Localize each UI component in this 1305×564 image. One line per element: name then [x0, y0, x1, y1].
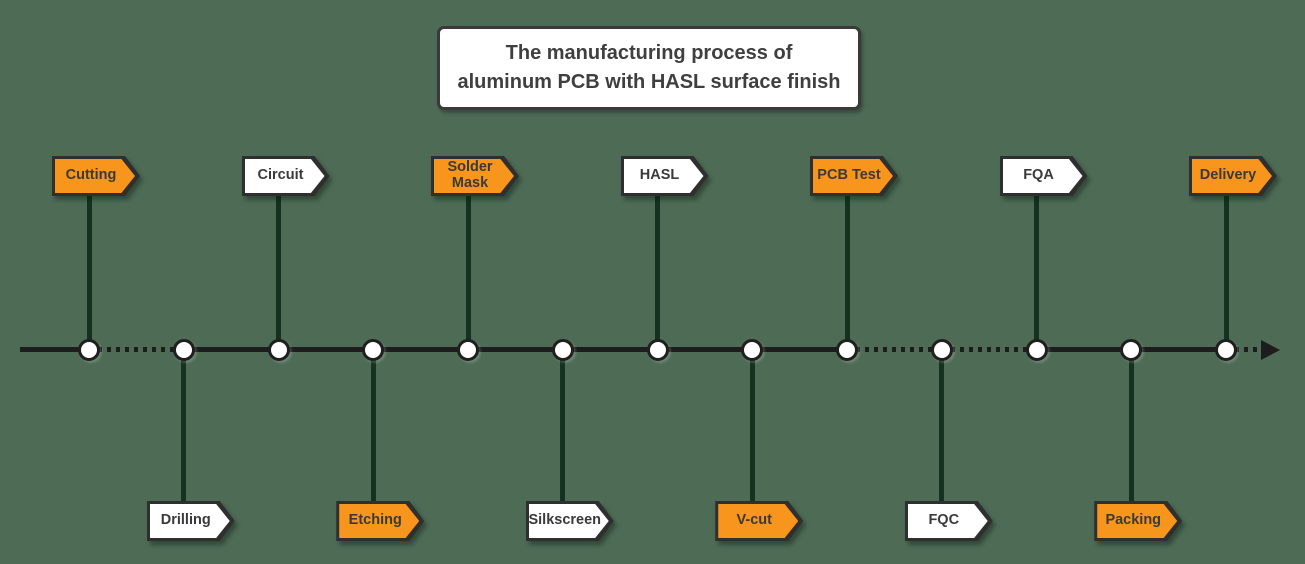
timeline-node-dot: [362, 338, 385, 361]
flag-banner-fill: [339, 504, 420, 538]
flag-label: Delivery: [1199, 167, 1257, 184]
timeline-segment: [183, 347, 279, 352]
timeline-node-dot: [172, 338, 195, 361]
process-flag-delivery: Delivery: [1189, 156, 1277, 196]
flag-banner-fill: [1097, 504, 1178, 538]
node-stem: [370, 350, 376, 505]
node-stem: [181, 350, 187, 505]
process-flag-pcb-test: PCB Test: [810, 156, 898, 196]
node-stem: [1223, 190, 1229, 350]
timeline-segment: [1036, 347, 1132, 352]
flag-label: V-cut: [736, 512, 772, 529]
node-stem: [1034, 190, 1039, 350]
flag-label: FQC: [928, 512, 960, 529]
arrow-right-icon: [1261, 339, 1280, 360]
timeline-segment: [1131, 347, 1226, 352]
process-flag-circuit: Circuit: [241, 156, 330, 196]
timeline-segment: [278, 347, 374, 352]
timeline-node-dot: [551, 338, 574, 361]
node-stem: [560, 350, 566, 505]
node-stem: [844, 190, 850, 350]
flag-banner-fill: [718, 504, 799, 538]
timeline-node-dot: [267, 338, 290, 361]
node-stem: [939, 350, 945, 505]
timeline-segment: [468, 347, 563, 352]
flag-banner-fill: [434, 159, 514, 193]
timeline-node-dot: [836, 338, 858, 361]
flag-label: Cutting: [65, 167, 117, 184]
diagram-title-line2: aluminum PCB with HASL surface finish: [457, 71, 841, 93]
timeline-segment: [89, 347, 184, 352]
timeline-segment: [657, 347, 753, 352]
process-flag-packing: Packing: [1094, 501, 1183, 541]
node-stem: [86, 190, 92, 350]
timeline-segment: [562, 347, 658, 352]
flag-banner-fill: [244, 159, 325, 193]
process-flag-cutting: Cutting: [52, 156, 140, 196]
process-flag-fqc: FQC: [904, 501, 993, 541]
flag-banner-fill: [149, 504, 230, 538]
flag-banner-fill: [623, 159, 704, 193]
timeline-node-dot: [1025, 338, 1048, 361]
flag-banner-fill: [907, 504, 988, 538]
process-flag-solder-mask: Solder Mask: [431, 156, 519, 196]
process-flag-etching: Etching: [336, 501, 425, 541]
timeline-node-dot: [457, 338, 479, 361]
process-flag-v-cut: V-cut: [715, 501, 804, 541]
timeline-segment-lead: [20, 347, 89, 352]
flag-banner-fill: [1192, 159, 1272, 193]
flag-banner-fill: [813, 159, 893, 193]
timeline-segment: [847, 347, 942, 352]
node-stem: [1128, 350, 1134, 505]
process-flag-fqa: FQA: [999, 156, 1088, 196]
flag-banner-fill: [55, 159, 135, 193]
flag-banner-fill: [1002, 159, 1083, 193]
timeline-segment: [941, 347, 1037, 352]
flag-label: Drilling: [160, 512, 211, 529]
timeline-node-dot: [1215, 338, 1237, 361]
timeline-node-dot: [930, 338, 953, 361]
node-stem: [465, 190, 471, 350]
flag-banner-fill: [528, 504, 609, 538]
node-stem: [749, 350, 755, 505]
timeline-segment: [752, 347, 847, 352]
flag-label: Solder Mask: [447, 159, 493, 191]
flag-label: Etching: [348, 512, 402, 529]
process-flag-drilling: Drilling: [146, 501, 235, 541]
timeline-node-dot: [78, 338, 100, 361]
flag-label: FQA: [1023, 167, 1054, 184]
flag-label: Circuit: [257, 167, 304, 184]
diagram-title: The manufacturing process of aluminum PC…: [437, 26, 861, 110]
timeline-segment-tail: [1226, 347, 1262, 352]
flag-label: PCB Test: [817, 167, 881, 184]
process-flag-hasl: HASL: [620, 156, 709, 196]
flag-label: Packing: [1105, 512, 1162, 529]
node-stem: [655, 190, 660, 350]
flag-label: HASL: [639, 167, 680, 184]
diagram-title-line1: The manufacturing process of: [505, 42, 793, 64]
timeline-node-dot: [646, 338, 669, 361]
timeline-node-dot: [741, 338, 764, 361]
node-stem: [276, 190, 281, 350]
timeline-segment: [373, 347, 468, 352]
process-flag-silkscreen: Silkscreen: [525, 501, 614, 541]
timeline-node-dot: [1120, 338, 1143, 361]
flag-label: Silkscreen: [528, 512, 602, 529]
